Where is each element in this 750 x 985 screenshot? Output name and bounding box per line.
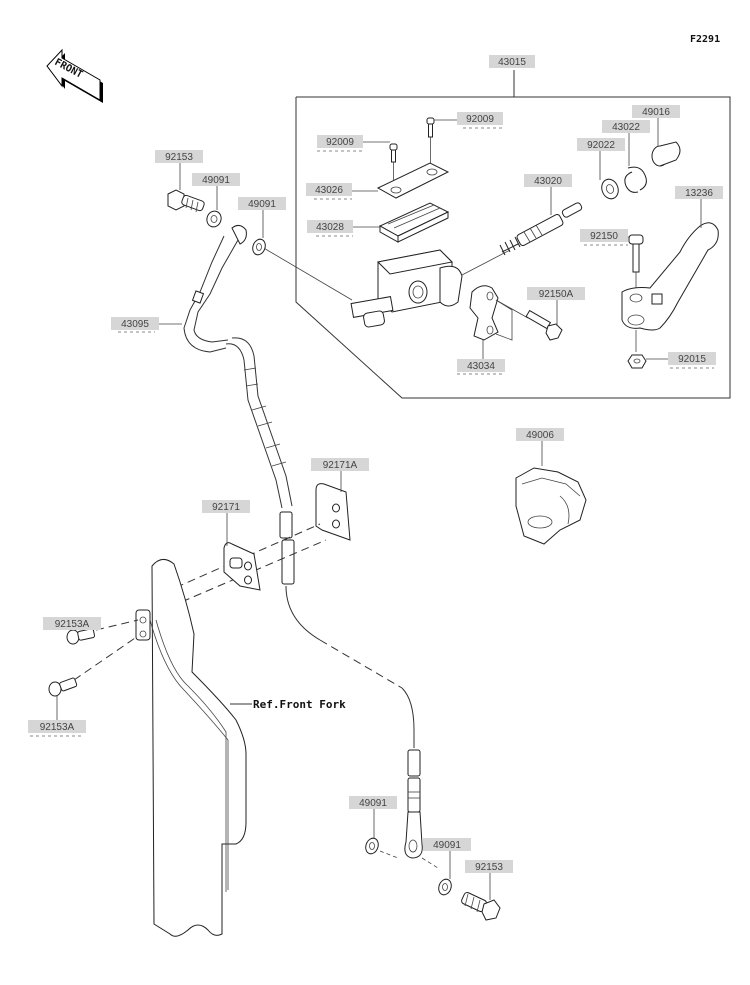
svg-text:49091: 49091 <box>433 840 461 851</box>
diaphragm-43028 <box>378 202 450 243</box>
piston-43020 <box>499 202 583 256</box>
label-92153A-lower[interactable]: 92153A <box>28 696 86 737</box>
svg-text:49091: 49091 <box>248 199 276 210</box>
label-43015[interactable]: 43015 <box>489 55 535 68</box>
label-49091-top1[interactable]: 49091 <box>192 173 240 210</box>
banjo-bolt-92153-bottom <box>461 891 501 921</box>
label-43034[interactable]: 43034 <box>457 340 505 375</box>
svg-text:43022: 43022 <box>612 122 640 133</box>
washer-49091-top2 <box>252 238 266 256</box>
svg-text:43095: 43095 <box>121 319 149 330</box>
banjo-bolt-92153-top <box>167 189 205 213</box>
label-92171[interactable]: 92171 <box>202 500 250 546</box>
reference-note: Ref.Front Fork <box>253 698 346 711</box>
svg-text:49091: 49091 <box>202 175 230 186</box>
clamp-92171 <box>223 542 261 591</box>
svg-text:92171A: 92171A <box>323 460 358 471</box>
clamp-92171A <box>315 483 351 541</box>
diagram-code: F2291 <box>690 34 720 45</box>
svg-text:92171: 92171 <box>212 502 240 513</box>
label-49016[interactable]: 49016 <box>632 105 680 146</box>
label-49091-top2[interactable]: 49091 <box>238 197 286 238</box>
svg-text:49091: 49091 <box>359 798 387 809</box>
svg-text:49016: 49016 <box>642 107 670 118</box>
bolt-92150A <box>495 299 563 341</box>
fork-bracket <box>135 609 151 641</box>
svg-text:43020: 43020 <box>534 176 562 187</box>
pivot-bolt-92150 <box>628 234 644 290</box>
svg-text:92022: 92022 <box>587 140 615 151</box>
boot-49016 <box>651 141 681 167</box>
lever-cover-49006 <box>515 467 587 545</box>
label-43026[interactable]: 43026 <box>306 183 378 200</box>
label-43022[interactable]: 43022 <box>602 120 650 166</box>
bolt-92153A-lower <box>48 635 139 697</box>
svg-text:43015: 43015 <box>498 57 526 68</box>
washer-92022 <box>601 178 619 200</box>
svg-text:43026: 43026 <box>315 185 343 196</box>
label-43028[interactable]: 43028 <box>307 220 380 237</box>
label-92153-bottom[interactable]: 92153 <box>465 860 513 900</box>
leader-cylinder-piston <box>461 249 511 276</box>
washer-49091-bot2 <box>438 878 452 896</box>
svg-text:92009: 92009 <box>326 137 354 148</box>
svg-text:13236: 13236 <box>685 188 713 199</box>
svg-text:43028: 43028 <box>316 222 344 233</box>
screw-92009-right <box>426 117 435 170</box>
washer-49091-top1 <box>206 210 222 228</box>
brake-lever-13236 <box>621 222 719 331</box>
label-92153-top[interactable]: 92153 <box>155 150 203 190</box>
svg-text:92150: 92150 <box>590 231 618 242</box>
label-49006[interactable]: 49006 <box>516 428 564 466</box>
label-43095[interactable]: 43095 <box>111 317 182 333</box>
reservoir-cover-43026 <box>376 162 450 199</box>
front-fork-guard <box>149 559 247 937</box>
label-92150A[interactable]: 92150A <box>527 287 585 326</box>
label-49091-bottom2[interactable]: 49091 <box>423 838 471 879</box>
svg-text:92153: 92153 <box>165 152 193 163</box>
svg-text:92009: 92009 <box>466 114 494 125</box>
label-92009-left[interactable]: 92009 <box>317 135 390 152</box>
label-92150[interactable]: 92150 <box>580 229 630 246</box>
assembly-box-43015 <box>295 70 731 399</box>
leader-cylinder-banjo <box>261 246 353 301</box>
bolt-92153A-upper <box>66 619 139 645</box>
clamp-43034 <box>469 285 513 341</box>
svg-text:92153: 92153 <box>475 862 503 873</box>
label-92171A[interactable]: 92171A <box>311 458 369 492</box>
svg-text:92150A: 92150A <box>539 289 574 300</box>
label-43020[interactable]: 43020 <box>524 174 572 215</box>
label-13236[interactable]: 13236 <box>675 186 723 228</box>
svg-text:92153A: 92153A <box>40 722 75 733</box>
label-92015[interactable]: 92015 <box>646 352 716 369</box>
label-92022[interactable]: 92022 <box>577 138 625 180</box>
front-arrow-icon: FRONT <box>46 48 103 103</box>
label-92009-right[interactable]: 92009 <box>434 112 503 129</box>
label-92153A-upper[interactable]: 92153A <box>43 617 101 631</box>
washer-49091-bot1 <box>365 837 379 855</box>
circlip-43022 <box>624 166 647 193</box>
master-cylinder-body <box>350 249 463 328</box>
svg-text:92153A: 92153A <box>55 619 90 630</box>
svg-text:92015: 92015 <box>678 354 706 365</box>
svg-text:43034: 43034 <box>467 361 495 372</box>
nut-92015 <box>627 354 647 369</box>
svg-text:49006: 49006 <box>526 430 554 441</box>
brake-hose-43095 <box>183 224 423 859</box>
label-49091-bottom1[interactable]: 49091 <box>349 796 397 838</box>
